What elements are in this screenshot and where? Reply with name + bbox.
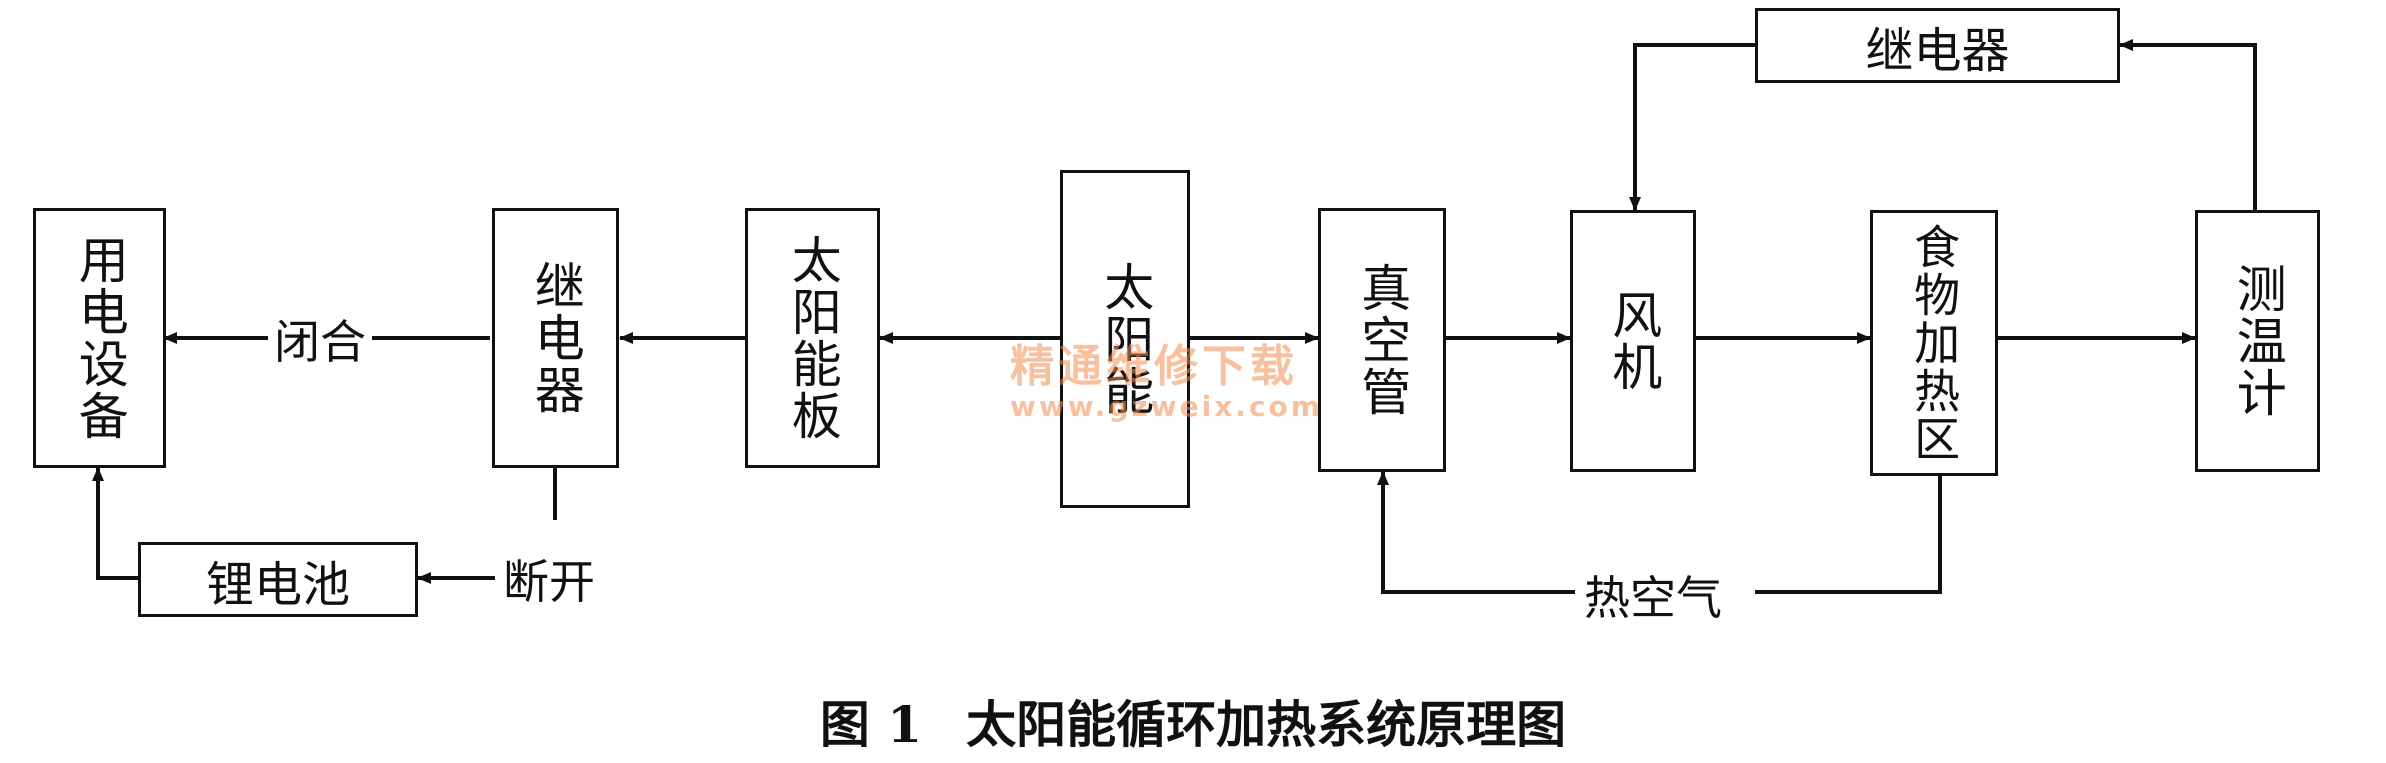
watermark-url: www.gzweix.com	[1010, 390, 1323, 423]
box-fan: 风机	[1570, 210, 1696, 472]
box-device: 用电设备	[33, 208, 166, 468]
arrow-hot-air-to-tube	[1377, 471, 1575, 594]
sun-label: 太阳能	[1096, 261, 1155, 417]
box-relay-left: 继电器	[492, 208, 619, 468]
watermark-title: 精通维修下载	[1010, 341, 1298, 392]
heating-zone-label: 食物加热区	[1907, 223, 1962, 463]
thermometer-label: 测温计	[2228, 263, 2287, 419]
caption-number: 图 1	[819, 695, 923, 754]
box-solar-panel: 太阳能板	[745, 208, 880, 468]
relay-top-label: 继电器	[1865, 22, 2010, 79]
box-battery: 锂电池	[138, 542, 418, 617]
arrow-thermometer-to-relay	[2119, 39, 2257, 210]
box-heating-zone: 食物加热区	[1870, 210, 1998, 476]
label-closed: 闭合	[268, 306, 372, 372]
label-open: 断开	[497, 546, 601, 612]
arrow-relay-to-fan	[1629, 43, 1755, 211]
figure-caption: 图 1 太阳能循环加热系统原理图	[0, 685, 2386, 757]
device-label: 用电设备	[70, 234, 129, 442]
battery-label: 锂电池	[205, 556, 350, 613]
arrow-battery-to-device	[92, 467, 138, 580]
fan-label: 风机	[1604, 289, 1663, 393]
box-relay-top: 继电器	[1755, 8, 2120, 83]
line-heating-hot-air	[1755, 476, 1942, 594]
box-sun: 太阳能	[1060, 170, 1190, 508]
relay-left-label: 继电器	[526, 260, 585, 416]
box-vacuum-tube: 真空管	[1318, 208, 1446, 472]
watermark: 精通维修下载 www.gzweix.com	[1010, 330, 1323, 423]
panel-label: 太阳能板	[783, 234, 842, 442]
caption-title: 太阳能循环加热系统原理图	[966, 695, 1567, 754]
vacuum-tube-label: 真空管	[1353, 262, 1412, 418]
label-hot-air: 热空气	[1578, 562, 1728, 628]
box-thermometer: 测温计	[2195, 210, 2320, 472]
